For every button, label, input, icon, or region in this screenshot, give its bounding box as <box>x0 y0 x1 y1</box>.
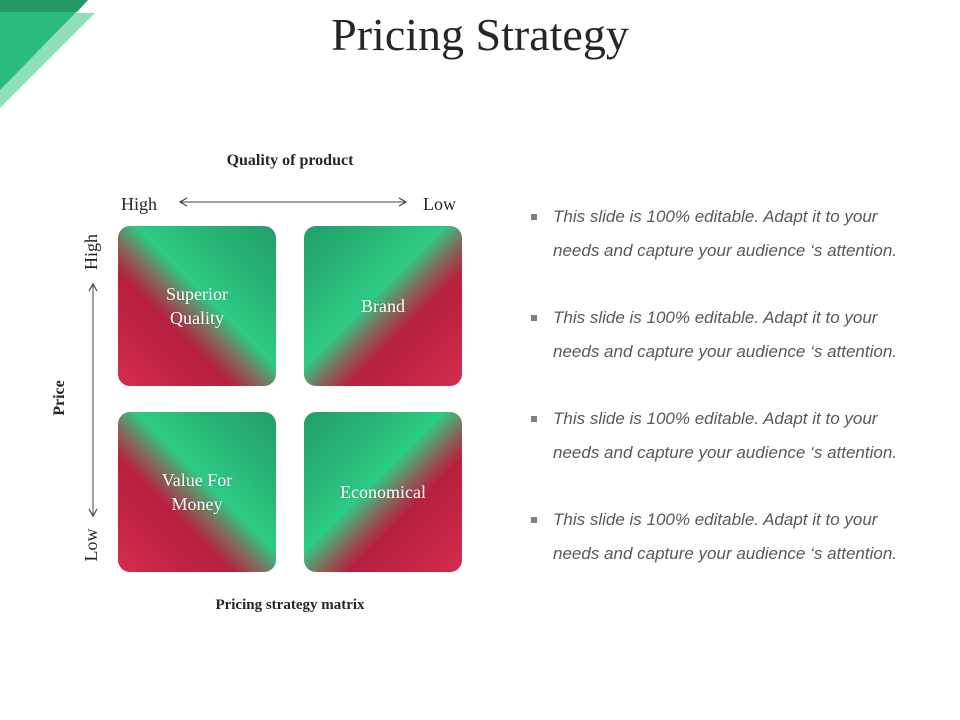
bullet-line1: This slide is 100% editable. Adapt it to… <box>553 308 878 327</box>
x-axis-title: Quality of product <box>226 152 354 169</box>
y-axis-high-label: High <box>81 234 101 270</box>
horizontal-double-arrow-icon <box>178 197 408 207</box>
bullet-item: This slide is 100% editable. Adapt it to… <box>528 301 948 369</box>
quadrant-label-line1: Value For <box>161 470 233 490</box>
bullet-square-icon <box>531 315 537 321</box>
y-axis-low-label: Low <box>81 528 101 562</box>
bullet-line1: This slide is 100% editable. Adapt it to… <box>553 510 878 529</box>
bullet-square-icon <box>531 214 537 220</box>
matrix-caption: Pricing strategy matrix <box>215 597 365 613</box>
bullet-line1: This slide is 100% editable. Adapt it to… <box>553 207 878 226</box>
bullet-list: This slide is 100% editable. Adapt it to… <box>528 200 948 604</box>
quadrant-brand: Brand <box>304 226 462 386</box>
quadrant-label-line1: Economical <box>340 482 426 502</box>
slide-title: Pricing Strategy <box>331 9 629 60</box>
quadrant-label-line2: Quality <box>170 308 224 328</box>
quadrant-superior-quality: Superior Quality <box>118 226 276 386</box>
vertical-double-arrow-icon <box>88 282 98 518</box>
bullet-line1: This slide is 100% editable. Adapt it to… <box>553 409 878 428</box>
x-axis-low-label: Low <box>423 194 456 214</box>
x-axis-high-label: High <box>121 194 157 214</box>
quadrant-economical: Economical <box>304 412 462 572</box>
bullet-square-icon <box>531 517 537 523</box>
bullet-line2: needs and capture your audience ‘s atten… <box>553 443 898 462</box>
bullet-line2: needs and capture your audience ‘s atten… <box>553 342 898 361</box>
quadrant-label-line2: Money <box>171 494 223 514</box>
bullet-line2: needs and capture your audience ‘s atten… <box>553 544 898 563</box>
bullet-item: This slide is 100% editable. Adapt it to… <box>528 200 948 268</box>
quadrant-label-line1: Superior <box>166 284 228 304</box>
quadrant-label-line1: Brand <box>361 296 405 316</box>
bullet-item: This slide is 100% editable. Adapt it to… <box>528 503 948 571</box>
y-axis-title: Price <box>51 380 68 416</box>
bullet-line2: needs and capture your audience ‘s atten… <box>553 241 898 260</box>
bullet-square-icon <box>531 416 537 422</box>
bullet-item: This slide is 100% editable. Adapt it to… <box>528 402 948 470</box>
quadrant-value-for-money: Value For Money <box>118 412 276 572</box>
corner-decoration-icon <box>0 0 95 108</box>
